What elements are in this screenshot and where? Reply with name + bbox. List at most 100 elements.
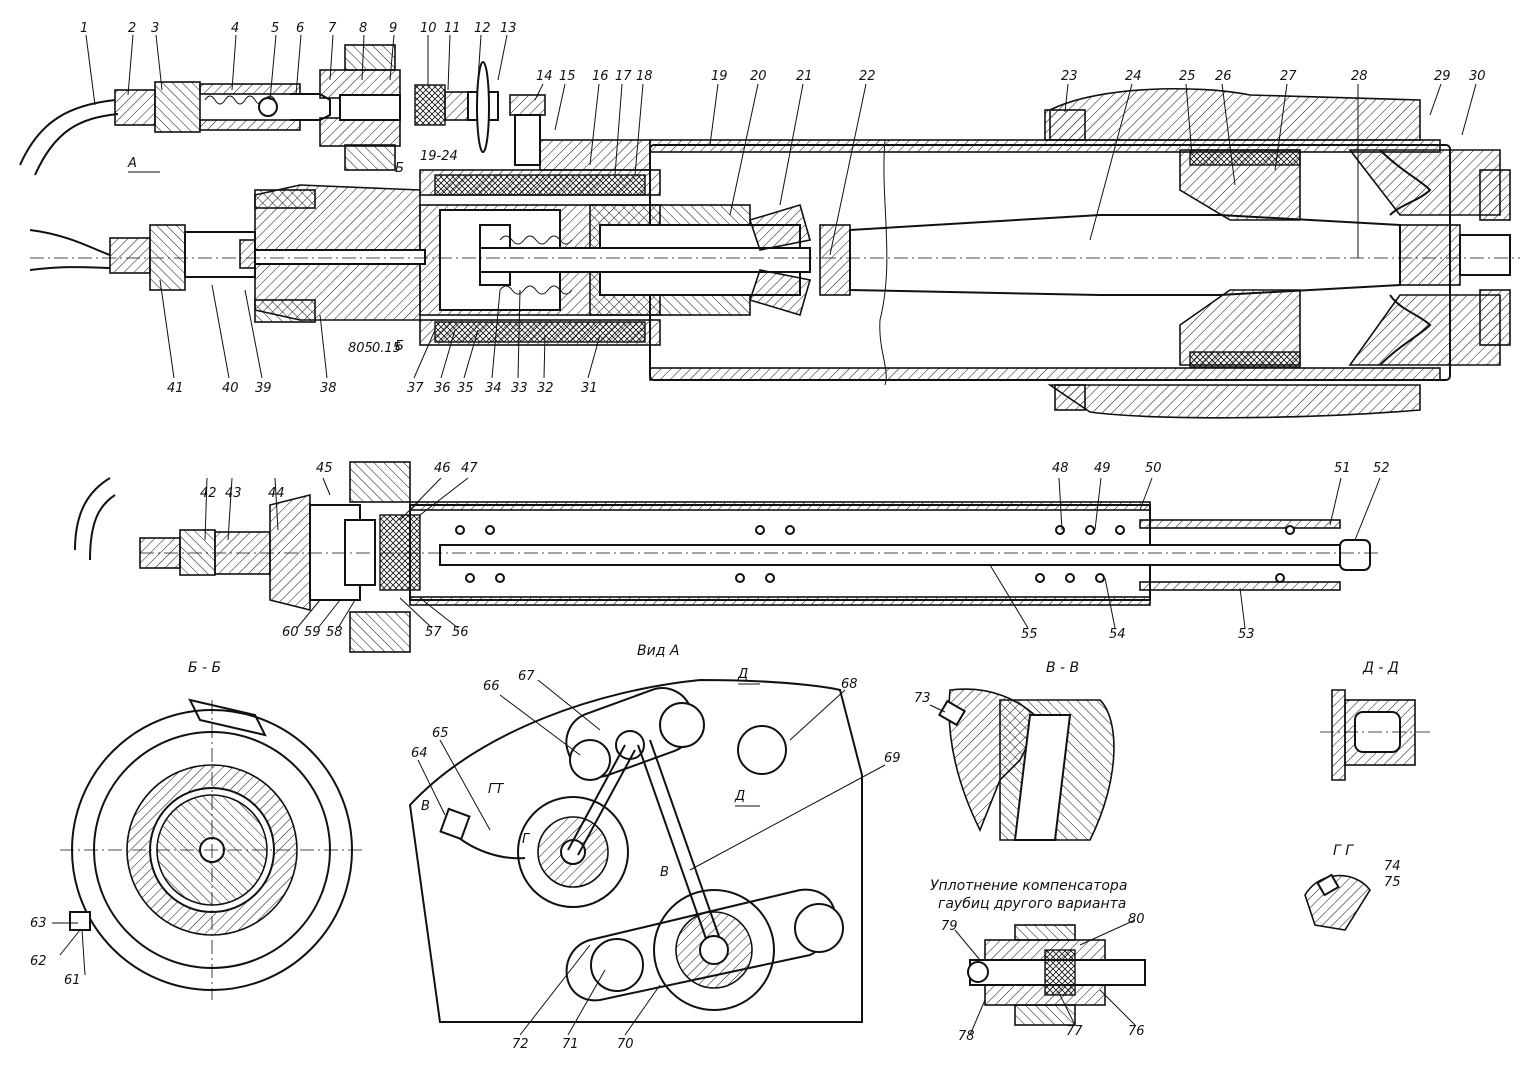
label-17: 17 [615, 69, 632, 84]
title-compensator-1: Уплотнение компенсатора [930, 878, 1127, 894]
label-70: 70 [617, 1037, 634, 1052]
section-gg [1304, 873, 1371, 931]
tolerance-1: 805 [348, 341, 373, 356]
section-marker-b-top: Б [395, 161, 404, 176]
label-23: 23 [1061, 69, 1078, 84]
title-section-vv: В - В [1046, 660, 1079, 676]
label-79: 79 [941, 919, 958, 934]
label-50: 50 [1145, 461, 1162, 476]
label-35: 35 [457, 381, 474, 396]
label-12: 12 [474, 21, 491, 36]
label-57: 57 [425, 625, 442, 640]
label-9: 9 [389, 21, 397, 36]
section-marker-a: А [127, 156, 137, 171]
label-19: 19 [711, 69, 728, 84]
label-22: 22 [859, 69, 876, 84]
label-24: 24 [1125, 69, 1142, 84]
label-20: 20 [750, 69, 767, 84]
label-60: 60 [282, 625, 299, 640]
label-52: 52 [1373, 461, 1390, 476]
label-10: 10 [420, 21, 437, 36]
label-39: 39 [255, 381, 272, 396]
title-view-a: Вид А [637, 643, 679, 659]
label-51: 51 [1334, 461, 1351, 476]
label-64: 64 [411, 746, 428, 761]
label-26: 26 [1215, 69, 1232, 84]
middle-labels: 42 43 44 45 46 47 48 49 50 51 52 60 59 5… [200, 461, 1390, 642]
label-46: 46 [434, 461, 451, 476]
label-38: 38 [320, 381, 337, 396]
title-section-bb: Б - Б [188, 660, 221, 676]
label-48: 48 [1052, 461, 1069, 476]
marker-d-top: Д [737, 667, 748, 682]
title-compensator-2: гаубиц другого варианта [938, 896, 1126, 912]
label-72: 72 [512, 1037, 529, 1052]
label-76: 76 [1128, 1024, 1145, 1039]
label-73: 73 [914, 691, 931, 706]
label-67: 67 [518, 669, 535, 684]
label-54: 54 [1109, 627, 1126, 642]
label-71: 71 [562, 1037, 579, 1052]
label-45: 45 [316, 461, 333, 476]
compensator-assembly [74, 461, 1380, 653]
label-53: 53 [1238, 627, 1255, 642]
label-41: 41 [167, 381, 184, 396]
label-14: 14 [536, 69, 553, 84]
label-59: 59 [304, 625, 321, 640]
marker-v-left: В [421, 799, 430, 814]
leader-lines [52, 34, 1477, 1036]
label-55: 55 [1021, 627, 1038, 642]
label-75: 75 [1384, 875, 1401, 890]
label-74: 74 [1384, 859, 1401, 874]
label-34: 34 [485, 381, 502, 396]
label-69: 69 [884, 751, 901, 766]
marker-gt: ГТ [488, 782, 504, 797]
section-bb [60, 698, 365, 1000]
label-5: 5 [271, 21, 279, 36]
bottom-labels: Б - Б Вид А В - В Д - Д Г Г Уплотнение к… [30, 643, 1401, 1052]
label-11: 11 [444, 21, 461, 36]
annotations: А Б Б 19-24 805 0.15 [127, 149, 458, 356]
section-marker-b-bottom: Б [395, 339, 404, 354]
label-29: 29 [1434, 69, 1451, 84]
label-58: 58 [326, 625, 343, 640]
label-21: 21 [796, 69, 813, 84]
label-42: 42 [200, 486, 217, 501]
upper-assembly [19, 44, 1520, 419]
label-30: 30 [1469, 69, 1486, 84]
label-13: 13 [500, 21, 517, 36]
label-2: 2 [128, 21, 136, 36]
label-25: 25 [1179, 69, 1196, 84]
label-40: 40 [222, 381, 239, 396]
label-62: 62 [30, 954, 47, 969]
label-8: 8 [359, 21, 367, 36]
label-3: 3 [151, 21, 159, 36]
label-44: 44 [268, 486, 285, 501]
label-61: 61 [64, 973, 81, 988]
label-68: 68 [841, 677, 858, 692]
label-7: 7 [328, 21, 337, 36]
section-vv [937, 688, 1115, 841]
top-labels: 1 2 3 4 5 6 7 8 9 10 11 12 13 14 15 16 1… [80, 21, 1486, 84]
label-6: 6 [296, 21, 304, 36]
label-77: 77 [1066, 1024, 1083, 1039]
marker-d-bottom: Д [734, 789, 745, 804]
label-27: 27 [1280, 69, 1297, 84]
label-33: 33 [511, 381, 528, 396]
label-1: 1 [80, 21, 88, 36]
label-15: 15 [559, 69, 576, 84]
label-56: 56 [452, 625, 469, 640]
marker-g: Г [522, 832, 531, 847]
compensator-seal-alt [967, 924, 1146, 1026]
label-49: 49 [1094, 461, 1111, 476]
label-66: 66 [483, 679, 500, 694]
label-43: 43 [225, 486, 242, 501]
label-37: 37 [407, 381, 424, 396]
label-78: 78 [958, 1029, 975, 1044]
spring-coils [455, 525, 1295, 583]
label-32: 32 [537, 381, 554, 396]
label-80: 80 [1128, 912, 1145, 927]
view-a [408, 678, 863, 1023]
label-65: 65 [432, 726, 449, 741]
